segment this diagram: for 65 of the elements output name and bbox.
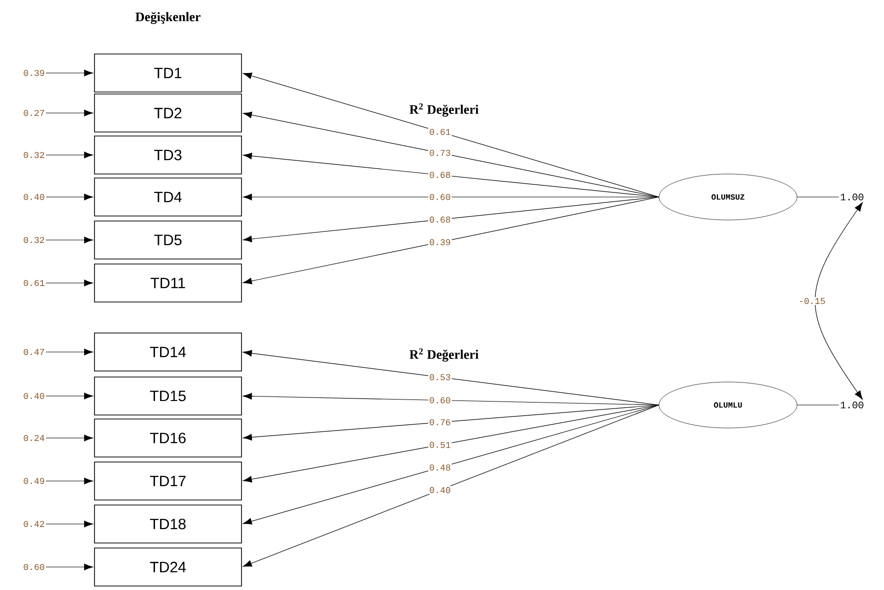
variable-box: TD14 — [94, 332, 242, 372]
heading: R$^{2}$ Değerleri — [410, 103, 479, 117]
arrow — [242, 404, 660, 482]
arrow — [46, 564, 94, 570]
error-value: 0.32 — [24, 236, 44, 244]
arrow — [242, 196, 660, 242]
arrow — [242, 72, 660, 198]
arrow — [242, 404, 660, 440]
edge-label: 0.68 — [428, 170, 452, 179]
arrow — [242, 196, 660, 284]
error-value: 0.49 — [24, 478, 44, 484]
variance-value: 1.00 — [840, 402, 864, 408]
arrow — [814, 202, 863, 400]
error-value: 0.40 — [24, 392, 44, 400]
arrow — [46, 194, 94, 200]
edge-label: 0.60 — [428, 396, 452, 404]
edge-label: -0.15 — [798, 296, 826, 306]
variable-box: TD11 — [94, 264, 242, 302]
error-value: 0.42 — [24, 520, 44, 528]
error-value: 0.27 — [24, 110, 44, 116]
arrow — [242, 194, 660, 200]
arrow — [46, 392, 94, 400]
edge-label: 0.60 — [428, 192, 452, 202]
edge-label: 0.76 — [428, 418, 452, 426]
arrow — [46, 152, 94, 158]
edge-label: 0.48 — [428, 463, 452, 472]
arrow — [242, 112, 660, 198]
arrow — [242, 392, 660, 406]
error-value: 0.47 — [24, 348, 44, 356]
error-value: 0.60 — [24, 564, 44, 570]
arrow — [242, 404, 660, 567]
error-value: 0.24 — [24, 434, 44, 442]
edge-label: 0.68 — [428, 216, 452, 224]
error-value: 0.39 — [24, 70, 44, 76]
variable-box: TD4 — [94, 178, 242, 216]
arrow — [242, 404, 660, 524]
edge-label: 0.73 — [428, 148, 452, 157]
variable-box: TD2 — [94, 94, 242, 132]
error-value: 0.61 — [24, 280, 44, 286]
variable-box: TD5 — [94, 220, 242, 260]
arrow — [46, 236, 94, 244]
heading: R$^{2}$ Değerleri — [410, 348, 479, 362]
variable-box: TD24 — [94, 548, 242, 586]
edge-label: 0.39 — [428, 238, 452, 246]
edge-label: 0.61 — [428, 128, 452, 136]
variable-box: TD18 — [94, 504, 242, 544]
arrow — [46, 520, 94, 528]
error-value: 0.32 — [24, 152, 44, 158]
arrow — [46, 478, 94, 484]
variable-box: TD16 — [94, 418, 242, 458]
arrow — [46, 434, 94, 442]
variable-box: TD15 — [94, 376, 242, 416]
arrow — [46, 70, 94, 76]
variance-value: 1.00 — [840, 194, 864, 200]
error-value: 0.40 — [24, 194, 44, 200]
edge-label: 0.40 — [428, 486, 452, 494]
arrow — [46, 348, 94, 356]
variable-box: TD1 — [94, 54, 242, 92]
edge-label: 0.51 — [428, 440, 452, 449]
heading: Değişkenler — [136, 12, 200, 24]
arrow — [46, 110, 94, 116]
edge-label: 0.53 — [428, 373, 452, 382]
arrow — [46, 280, 94, 286]
variable-box: TD17 — [94, 462, 242, 500]
variable-box: TD3 — [94, 136, 242, 174]
